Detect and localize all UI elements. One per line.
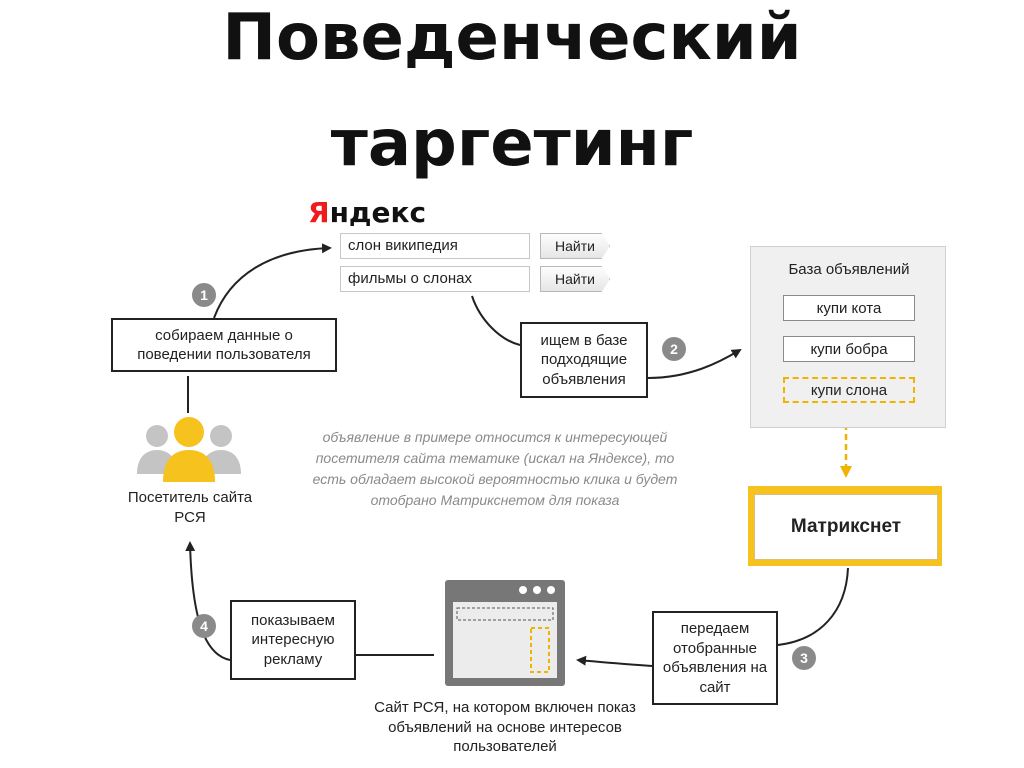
step-badge-3: 3 (792, 646, 816, 670)
step-badge-4: 4 (192, 614, 216, 638)
page-title-line-2: таргетинг (330, 107, 694, 181)
step-box-collect-data: собираем данные о поведении пользователя (111, 318, 337, 372)
ad-item-elephant-selected: купи слона (783, 377, 915, 403)
visitor-group-icon (137, 417, 241, 482)
find-button-1[interactable]: Найти (540, 233, 610, 259)
find-button-2[interactable]: Найти (540, 266, 610, 292)
search-input-2[interactable]: фильмы о слонах (340, 266, 530, 292)
yandex-logo-letter: Я (308, 196, 330, 229)
rsya-site-window-icon (445, 580, 565, 686)
arrow-matrixnet-to-send (777, 567, 849, 646)
site-label: Сайт РСЯ, на котором включен показ объяв… (374, 699, 636, 755)
ad-item-beaver: купи бобра (783, 336, 915, 362)
yandex-logo-text: ндекс (329, 196, 427, 229)
step-box-search-db: ищем в базе подходящие объявления (520, 322, 648, 398)
ad-database-panel: База объявлений купи кота купи бобра куп… (750, 246, 946, 428)
step-box-show-ads: показываем интересную рекламу (230, 600, 356, 680)
ad-database-title: База объявлений (788, 261, 910, 278)
arrow-show-to-visitor (185, 541, 231, 661)
step-badge-1: 1 (192, 283, 216, 307)
arrow-send-to-site (576, 655, 653, 667)
arrow-to-search (213, 243, 332, 319)
arrow-search-to-find (471, 295, 521, 346)
arrow-find-to-db (647, 348, 742, 379)
step-box-send-ads: передаем отобранные объявления на сайт (652, 611, 778, 705)
visitor-label: Посетитель сайта РСЯ (127, 489, 253, 526)
step-badge-2: 2 (662, 337, 686, 361)
ad-item-cat: купи кота (783, 295, 915, 321)
search-input-1[interactable]: слон википедия (340, 233, 530, 259)
yandex-logo: Яндекс (308, 196, 426, 229)
matrixnet-block: Матрикснет (748, 486, 942, 566)
matrixnet-label: Матрикснет (754, 494, 938, 560)
page-title-line-1: Поведенческий (222, 1, 802, 75)
example-note: объявление в примере относится к интерес… (312, 429, 678, 508)
